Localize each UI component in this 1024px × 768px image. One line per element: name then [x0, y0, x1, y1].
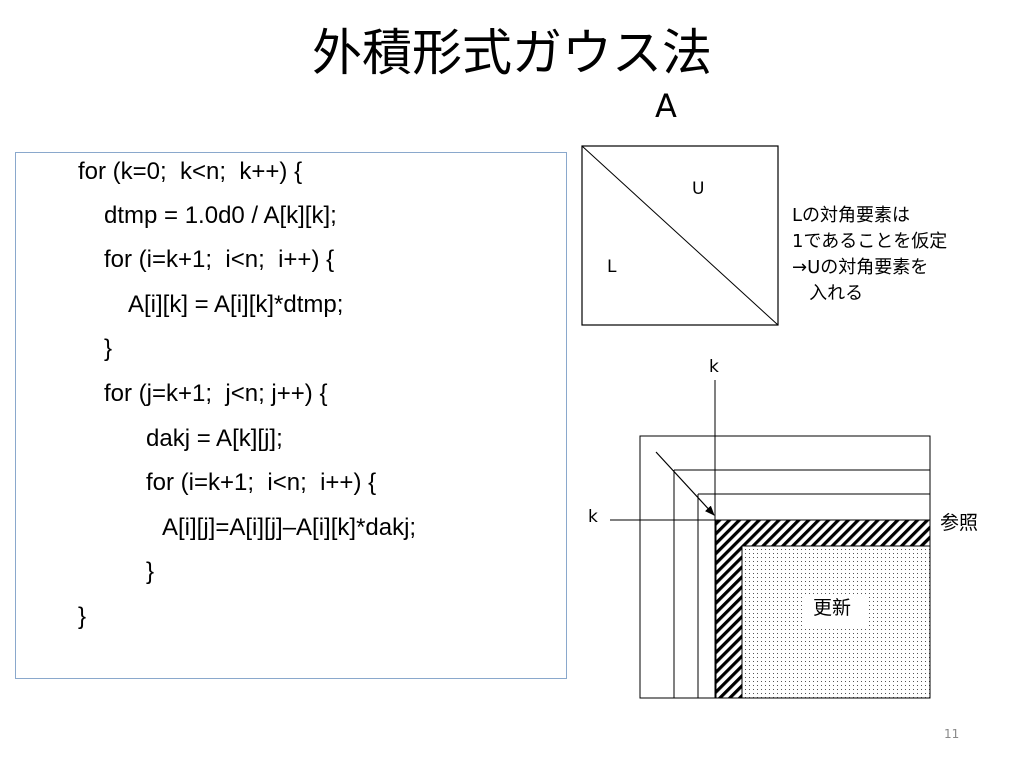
diagonal-arrow-icon	[655, 451, 715, 516]
code-box	[15, 152, 567, 679]
code-line: }	[78, 603, 87, 630]
code-line: }	[146, 558, 155, 585]
upper-triangle-label: U	[692, 179, 705, 199]
code-line: dakj = A[k][j];	[146, 425, 283, 452]
code-line: A[i][k] = A[i][k]*dtmp;	[128, 291, 344, 318]
update-label: 更新	[813, 597, 852, 619]
code-line: }	[104, 335, 113, 362]
note-line: 入れる	[792, 283, 864, 304]
code-line: dtmp = 1.0d0 / A[k][k];	[104, 202, 337, 229]
update-label-bg	[805, 594, 867, 626]
diagonal-line	[581, 145, 779, 326]
note-line: →Uの対角要素を	[792, 257, 929, 278]
slide-title: 外積形式ガウス法	[312, 24, 712, 82]
note-line: 1であることを仮定	[792, 231, 948, 252]
reference-label: 参照	[940, 512, 979, 534]
diagonal-note: Lの対角要素は 1であることを仮定 →Uの対角要素を 入れる	[792, 203, 947, 307]
matrix-a-box	[581, 145, 779, 326]
matrix-a-label: A	[655, 87, 677, 125]
code-line: for (j=k+1; j<n; j++) {	[104, 380, 328, 407]
code-line: A[i][j]=A[i][j]–A[i][k]*dakj;	[162, 514, 417, 541]
page-number: 11	[944, 727, 960, 741]
code-line: for (i=k+1; i<n; i++) {	[104, 246, 335, 273]
lower-triangle-label: L	[607, 257, 617, 277]
note-line: Lの対角要素は	[792, 205, 911, 226]
k-row-label: k	[588, 507, 598, 527]
k-column-label: k	[709, 357, 719, 377]
code-line: for (i=k+1; i<n; i++) {	[146, 469, 377, 496]
code-line: for (k=0; k<n; k++) {	[78, 158, 303, 185]
